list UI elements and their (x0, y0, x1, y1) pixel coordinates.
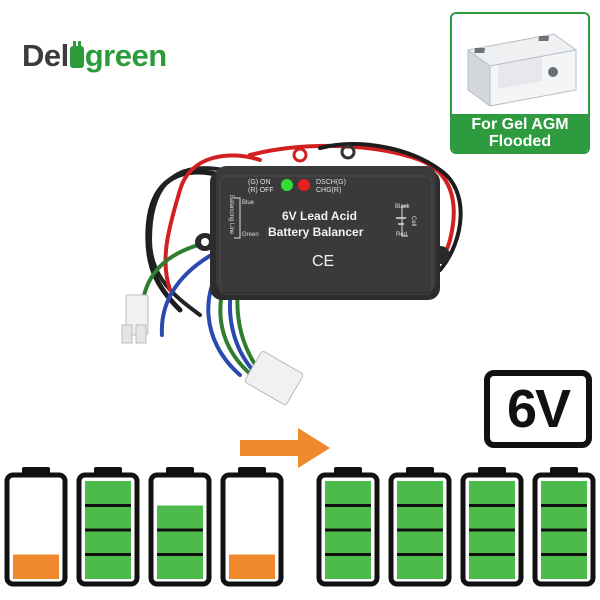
battery-segment-divider (469, 553, 515, 556)
battery-segment-divider (85, 504, 131, 507)
left-blue-label: Blue (242, 200, 255, 206)
battery-icon (76, 467, 140, 587)
battery-icon (220, 467, 284, 587)
battery-segment-divider (541, 553, 587, 556)
battery-level-fill (13, 554, 59, 579)
battery-segment-divider (325, 528, 371, 532)
led-off-label: (R) OFF (248, 187, 274, 194)
brand-logo: Del green (22, 38, 167, 74)
battery-segment-divider (397, 528, 443, 532)
logo-text-green: green (84, 38, 167, 73)
battery-segment-divider (85, 553, 131, 556)
battery-icon (532, 467, 596, 587)
arrow-right-icon (240, 428, 330, 468)
led-chg-label: CHG(R) (316, 187, 341, 194)
device-title-line-1: 6V Lead Acid (282, 209, 357, 223)
battery-segment-divider (541, 528, 587, 532)
battery-segment-divider (85, 528, 131, 532)
battery-balancer-device: (G) ON (R) OFF DSCH(G) CHG(R) 6V Lead Ac… (121, 142, 463, 405)
battery-icon (388, 467, 452, 587)
battery-segment-divider (397, 504, 443, 507)
battery-icon (316, 467, 380, 587)
battery-segment-divider (157, 528, 203, 532)
battery-segment-divider (469, 504, 515, 507)
battery-segment-divider (397, 553, 443, 556)
lead-acid-battery-photo (466, 33, 578, 107)
battery-type-badge: For Gel AGM Flooded (450, 12, 590, 154)
battery-segment-divider (469, 528, 515, 532)
badge-label: For Gel AGM Flooded (452, 114, 588, 152)
badge-line-1: For Gel AGM (471, 116, 569, 133)
voltage-label: 6V (484, 370, 592, 448)
battery-level-fill (229, 554, 275, 579)
plug-icon (69, 41, 84, 68)
battery-icon (148, 467, 212, 587)
device-title-line-2: Battery Balancer (268, 225, 364, 239)
left-green-label: Green (242, 232, 259, 238)
battery-level-fill (157, 505, 203, 579)
balancing-line-label: Balancing Line (228, 195, 234, 235)
right-black-label: Black (395, 204, 411, 210)
led-dsch-label: DSCH(G) (316, 179, 346, 186)
logo-text-dark: Del (22, 38, 69, 73)
battery-icon (4, 467, 68, 587)
battery-icon (460, 467, 524, 587)
led-on-label: (G) ON (248, 179, 271, 186)
cell-label: Cell (410, 216, 416, 226)
battery-segment-divider (541, 504, 587, 507)
badge-line-2: Flooded (488, 133, 552, 150)
ce-mark: CE (312, 253, 334, 270)
battery-segment-divider (325, 553, 371, 556)
battery-segment-divider (325, 504, 371, 507)
right-red-label: Red (396, 232, 407, 238)
battery-segment-divider (157, 553, 203, 556)
